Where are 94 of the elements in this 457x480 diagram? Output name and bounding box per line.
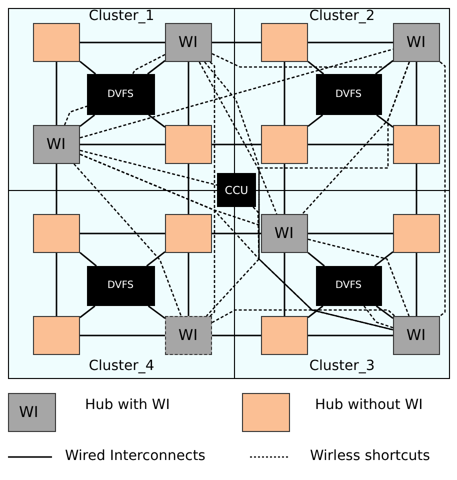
wired-link	[308, 42, 393, 44]
wired-link	[80, 60, 96, 75]
hub	[32, 214, 80, 252]
wireless-link	[212, 53, 394, 68]
wired-link	[212, 334, 261, 336]
wireless-link	[363, 306, 394, 328]
wired-link	[416, 164, 418, 214]
wireless-hub	[392, 316, 440, 354]
wired-link	[212, 232, 261, 234]
wired-link	[147, 60, 166, 75]
dvfs-block	[316, 74, 382, 114]
block-label: DVFS	[335, 280, 362, 291]
wired-link	[80, 305, 96, 318]
legend-label: Hub with WI	[85, 397, 170, 413]
wired-link	[308, 114, 324, 127]
hub-label: WI	[406, 326, 426, 344]
wired-link	[308, 60, 324, 75]
hub	[260, 124, 308, 164]
wired-link	[284, 62, 286, 125]
wired-link	[416, 253, 418, 316]
wired-link	[80, 334, 165, 336]
wireless-hub	[164, 316, 212, 354]
dvfs-block	[316, 266, 382, 306]
wired-link	[188, 62, 190, 125]
hub-label: WI	[178, 33, 198, 51]
wired-link	[376, 114, 394, 128]
wired-link	[212, 144, 261, 146]
wired-link	[56, 62, 58, 125]
hub-label: WI	[46, 135, 66, 153]
wireless-link	[440, 61, 446, 317]
wired-link	[308, 334, 393, 336]
legend-label: Wirless shortcuts	[310, 448, 430, 464]
legend-label: Hub without WI	[315, 397, 423, 413]
wired-link	[80, 232, 165, 234]
wired-link	[80, 252, 97, 267]
wireless-hub	[392, 22, 440, 62]
wired-link	[308, 252, 325, 267]
hub	[260, 22, 308, 62]
wireless-link	[198, 62, 278, 214]
wireless-link	[64, 106, 88, 126]
hub	[392, 124, 440, 164]
wireless-link	[212, 309, 396, 324]
wired-link	[376, 305, 394, 319]
wired-link	[308, 232, 393, 234]
hub	[260, 316, 308, 354]
dvfs-block	[86, 74, 154, 114]
control-unit	[217, 173, 256, 207]
wired-link	[212, 42, 261, 44]
wired-link	[80, 114, 96, 127]
wired-link	[375, 60, 394, 75]
block-label: DVFS	[107, 88, 134, 100]
hub	[392, 214, 440, 252]
wired-link	[374, 251, 394, 267]
hub-label: WI	[406, 33, 426, 51]
cluster-label: Cluster_2	[309, 8, 375, 24]
swatch-label: WI	[19, 403, 38, 421]
block-label: DVFS	[335, 88, 362, 100]
wired-link	[284, 164, 286, 214]
wireless-link	[308, 238, 410, 316]
wired-link	[146, 251, 166, 267]
cluster-label: Cluster_1	[88, 8, 154, 24]
wireless-link	[210, 62, 216, 316]
wired-link	[56, 164, 58, 214]
block-label: CCU	[224, 184, 248, 196]
wired-link	[148, 114, 166, 128]
wired-link	[188, 164, 190, 214]
dvfs-block	[86, 266, 154, 306]
legend-label: Wired Interconnects	[65, 448, 206, 464]
wireless-link	[74, 164, 182, 316]
wired-link	[148, 305, 166, 319]
wireless-link	[252, 206, 394, 330]
wireless-hub	[164, 22, 212, 62]
hub	[164, 214, 212, 252]
cluster-label: Cluster_4	[88, 358, 154, 374]
wireless-hub	[32, 124, 80, 164]
wired-link	[416, 62, 418, 125]
wireless-hub	[260, 214, 308, 252]
hub	[32, 316, 80, 354]
hub	[32, 22, 80, 62]
wired-link	[56, 253, 58, 316]
wired-link	[308, 144, 393, 146]
wireless-link	[80, 48, 394, 138]
wireless-link	[132, 54, 166, 74]
hub	[164, 124, 212, 164]
wireless-link	[80, 150, 218, 186]
block-label: DVFS	[107, 280, 134, 291]
hub-label: WI	[274, 224, 294, 242]
wired-link	[284, 253, 286, 316]
cluster-label: Cluster_3	[309, 358, 375, 374]
wired-link	[80, 42, 165, 44]
wired-link	[188, 253, 190, 316]
hub-label: WI	[178, 326, 198, 344]
wired-link	[80, 144, 165, 146]
wired-link	[308, 305, 324, 318]
